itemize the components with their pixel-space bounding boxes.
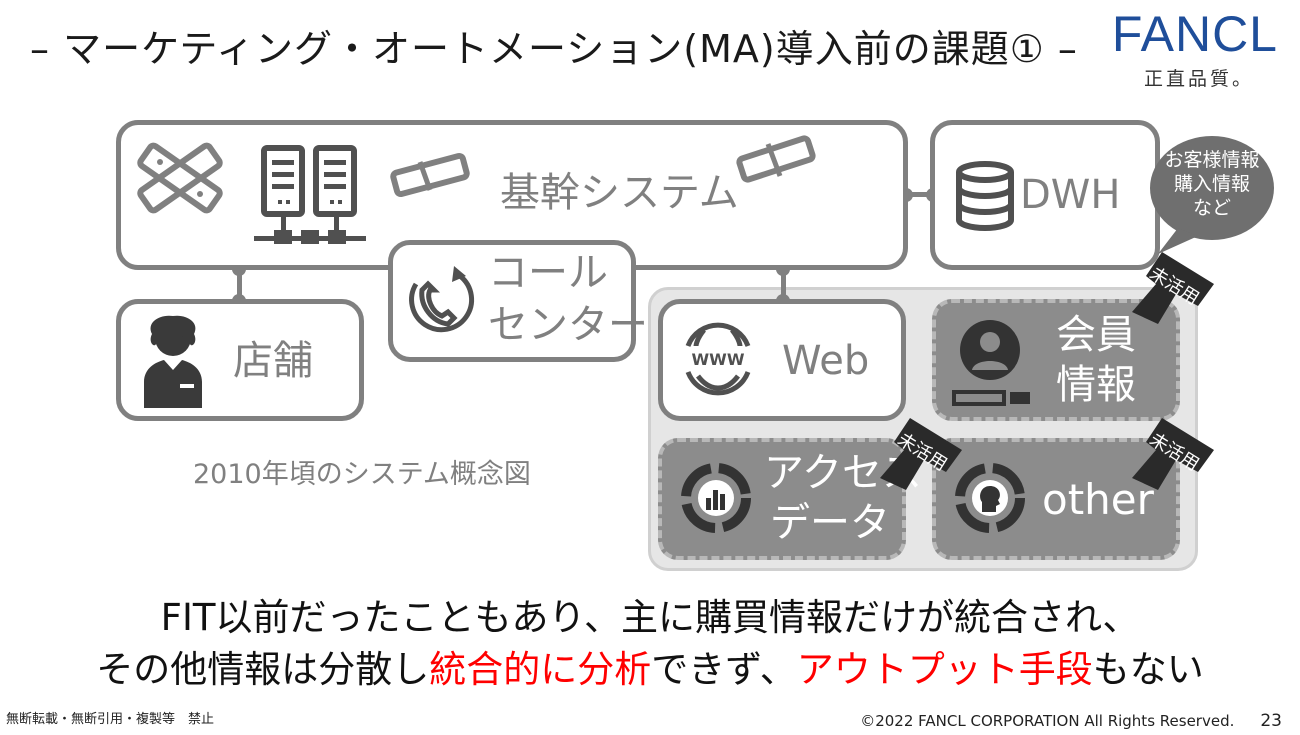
message-highlight: 統合的に分析 [429,648,652,691]
member-info-label-line1: 会員 [1056,312,1136,358]
bubble-line: お客様情報 [1164,149,1260,171]
web-label: Web [782,338,870,384]
slide-title: – マーケティング・オートメーション(MA)導入前の課題① – [30,27,1078,71]
message-text: もない [1092,648,1204,691]
store-label: 店舗 [233,338,313,384]
footer-copyright: ©2022 FANCL CORPORATION All Rights Reser… [860,711,1282,731]
bubble-text: お客様情報 購入情報 など [1148,148,1276,220]
connector-kikan-store [237,268,242,302]
connector-kikan-web [781,268,786,302]
database-icon [956,161,1014,231]
message-text: その他情報は分散し [96,648,430,691]
phone-cycle-icon [409,266,475,333]
broken-bandage-icon [137,142,223,214]
message-line-1: FIT以前だったこともあり、主に購買情報だけが統合され、 [0,594,1300,642]
unused-arrow-icon [880,418,962,490]
unused-arrow-icon [1132,418,1214,490]
server-network-icon [254,145,366,244]
dwh-label: DWH [1020,172,1121,218]
web-box [658,299,906,421]
store-staff-icon [144,315,202,408]
member-card-icon [952,320,1030,406]
fancl-logo: FANCL 正直品質。 [1112,6,1278,91]
broken-bandage-icon [390,152,470,198]
diagram-caption: 2010年頃のシステム概念図 [193,459,531,490]
copyright-text: ©2022 FANCL CORPORATION All Rights Reser… [860,712,1235,730]
page-number: 23 [1260,711,1282,731]
logo-tagline: 正直品質。 [1143,68,1254,90]
bubble-shape [1150,136,1274,254]
call-center-label-line1: コール [488,250,608,296]
footer-notice: 無断転載・無断引用・複製等 禁止 [6,712,215,727]
unused-arrow-icon [1132,252,1214,324]
unused-tag: 未活用 [876,414,966,490]
bubble-line: 購入情報 [1173,173,1250,195]
member-info-label-line2: 情報 [1056,362,1136,408]
analytics-donut-icon [681,463,751,533]
access-data-label-line2: データ [770,500,890,546]
other-label: other [1042,475,1154,524]
unused-tag: 未活用 [1128,414,1218,490]
data-bubble: お客様情報 購入情報 など [1148,136,1276,256]
www-globe-icon: WWW [685,322,751,396]
head-thinking-icon [955,463,1025,533]
kikan-system-label: 基幹システム [500,170,739,216]
connector-kikan-dwh [905,192,933,197]
call-center-label-line2: センター [488,302,648,348]
message-highlight: アウトプット手段 [796,648,1093,691]
bubble-line: など [1192,197,1231,219]
broken-bandage-icon [736,135,816,183]
logo-wordmark: FANCL [1111,6,1278,62]
message-line-2: その他情報は分散し統合的に分析できず、アウトプット手段もない [0,646,1300,694]
unused-tag: 未活用 [1128,248,1218,324]
svg-text:WWW: WWW [692,350,745,369]
message-text: できず、 [651,648,797,691]
message-line-1-text: FIT以前だったこともあり、主に購買情報だけが統合され、 [160,596,1140,639]
